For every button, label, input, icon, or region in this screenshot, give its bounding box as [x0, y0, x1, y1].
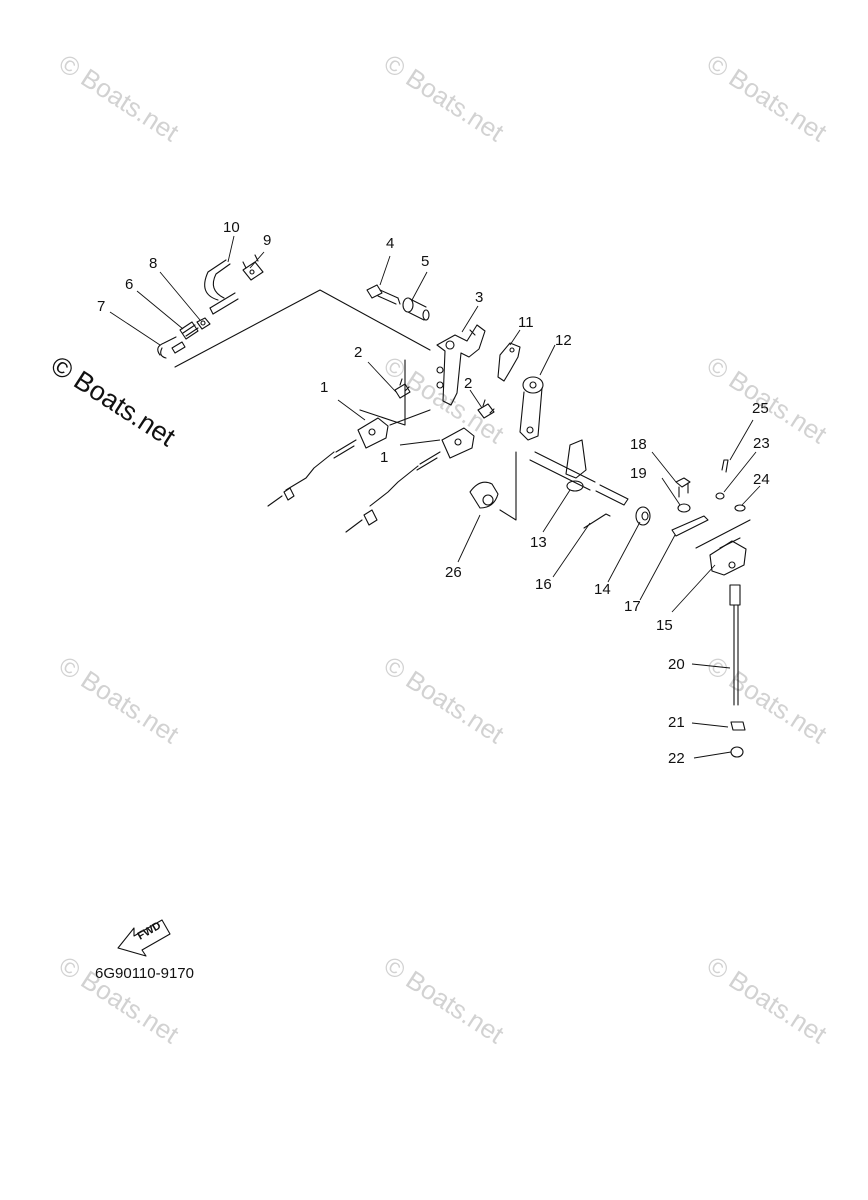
callout-13: 13: [530, 534, 547, 551]
part-11-bracket: [497, 342, 521, 382]
diagram-code: 6G90110-9170: [95, 965, 194, 982]
part-1-cable-end: [267, 417, 389, 507]
callout-4: 4: [386, 235, 394, 252]
callout-24: 24: [753, 471, 770, 488]
callout-10: 10: [223, 219, 240, 236]
callout-22: 22: [668, 750, 685, 767]
part-2-clip: [477, 399, 495, 419]
part-1-cable-end: [345, 427, 475, 533]
part-4-bolt: [366, 284, 401, 305]
part-25-cotter-pin: [721, 459, 729, 473]
callout-23: 23: [753, 435, 770, 452]
callout-1: 1: [380, 449, 388, 466]
assembly-line: [499, 451, 517, 521]
part-7-hook: [157, 336, 186, 359]
part-17-link: [671, 515, 709, 537]
part-12-lever: [519, 376, 544, 441]
part-23-clip: [715, 492, 725, 500]
callout-8: 8: [149, 255, 157, 272]
callout-21: 21: [668, 714, 685, 731]
part-20-rod: [729, 584, 741, 706]
part-13-shift-rod: [529, 439, 629, 506]
part-16-pin: [583, 513, 611, 529]
callout-17: 17: [624, 598, 641, 615]
callout-18: 18: [630, 436, 647, 453]
part-18-bolt: [675, 477, 691, 498]
callout-7: 7: [97, 298, 105, 315]
part-3-plate: [436, 324, 486, 406]
part-15-block: [709, 537, 747, 576]
part-21-nut: [730, 721, 746, 731]
part-6-fitting: [179, 321, 199, 340]
part-9-clip: [242, 254, 264, 281]
callout-14: 14: [594, 581, 611, 598]
callout-20: 20: [668, 656, 685, 673]
fwd-arrow-icon: [117, 919, 171, 957]
part-8-nut: [196, 317, 211, 330]
callout-3: 3: [475, 289, 483, 306]
callout-6: 6: [125, 276, 133, 293]
callout-11: 11: [518, 314, 534, 331]
part-24-washer: [734, 504, 746, 512]
part-2-clip: [394, 378, 411, 399]
callout-19: 19: [630, 465, 647, 482]
assembly-line: [174, 289, 431, 368]
fwd-label: FWD: [136, 920, 164, 943]
callout-1: 1: [320, 379, 328, 396]
callout-5: 5: [421, 253, 429, 270]
callout-15: 15: [656, 617, 673, 634]
callout-16: 16: [535, 576, 552, 593]
part-19-washer: [677, 503, 691, 513]
assembly-line: [359, 359, 406, 426]
callout-2: 2: [464, 375, 472, 392]
callout-26: 26: [445, 564, 462, 581]
part-5-collar: [402, 297, 430, 321]
part-26-collar: [469, 481, 499, 509]
assembly-line: [389, 409, 431, 426]
assembly-line: [695, 519, 751, 549]
part-14-washer: [635, 506, 651, 526]
part-22-nut: [730, 746, 744, 758]
callout-9: 9: [263, 232, 271, 249]
callout-25: 25: [752, 400, 769, 417]
callout-2: 2: [354, 344, 362, 361]
part-10-bent-rod: [204, 259, 239, 315]
callout-12: 12: [555, 332, 572, 349]
